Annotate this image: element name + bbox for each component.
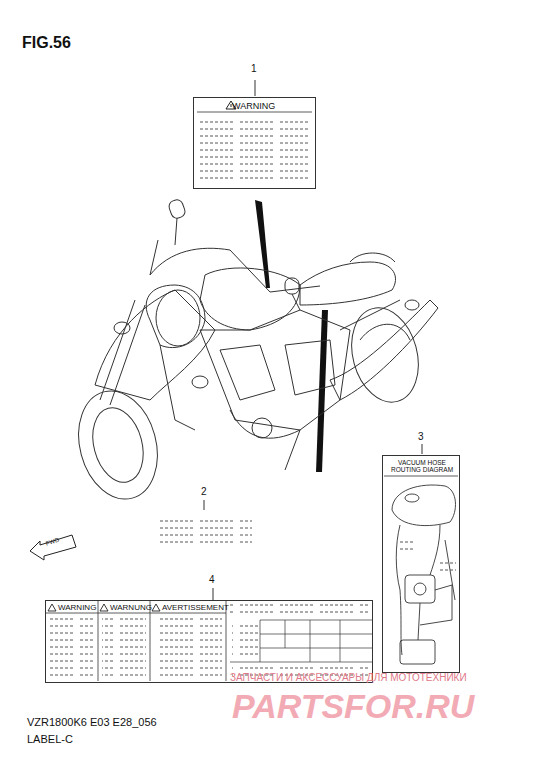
label-text: WARNING (232, 102, 275, 112)
tri-language-label: WARNING WARNUNG AVERTISSEMENT (45, 600, 373, 683)
warning-label: WARNING (193, 97, 316, 189)
callout-number: 4 (209, 574, 215, 585)
callout-number: 1 (251, 63, 257, 74)
label-text: VACUUM HOSE ROUTING DIAGRAM (386, 459, 458, 473)
label-text: WARNUNG (110, 604, 152, 613)
vacuum-label: VACUUM HOSE ROUTING DIAGRAM (382, 455, 460, 673)
figure-code: VZR1800K6 E03 E28_056 (27, 716, 157, 728)
figure-name: LABEL-C (27, 733, 73, 745)
label-text: WARNING (58, 604, 96, 613)
callout-number: 2 (201, 486, 207, 497)
watermark: PARTSFOR.RU (232, 688, 474, 725)
label-text: AVERTISSEMENT (162, 604, 229, 613)
figure-title: FIG.56 (22, 34, 71, 52)
callout-number: 3 (418, 431, 424, 442)
watermark: ЗАПЧАСТИ И АКСЕССУАРЫ ДЛЯ МОТОТЕХНИКИ (230, 672, 467, 683)
